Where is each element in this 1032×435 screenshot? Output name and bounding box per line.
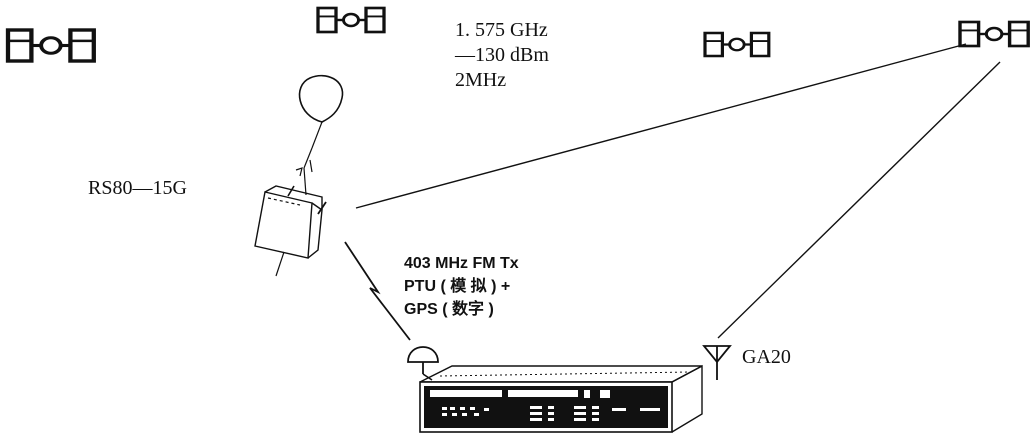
dome-antenna-icon: [407, 346, 439, 381]
balloon-icon: [295, 74, 344, 196]
gps-antenna-icon: [702, 345, 732, 380]
ground-receiver-icon: [419, 364, 703, 433]
satellite-icon: [316, 6, 386, 34]
gps-link-to-ground-antenna: [717, 61, 1001, 339]
downlink-line1: 403 MHz FM Tx: [404, 255, 519, 272]
signal-power: —130 dBm: [454, 44, 549, 66]
downlink-line3: GPS ( 数字 ): [404, 299, 494, 318]
gps-link-to-radiosonde: [355, 43, 967, 209]
gps-antenna-label: GA20: [742, 346, 791, 368]
signal-frequency: 1. 575 GHz: [455, 19, 548, 41]
radiosonde-label: RS80—15G: [88, 177, 187, 199]
satellite-icon: [958, 20, 1030, 48]
signal-bandwidth: 2MHz: [455, 69, 506, 91]
downlink-line2: PTU ( 模 拟 ) +: [404, 276, 510, 295]
downlink-signal: [344, 241, 411, 341]
satellite-icon: [8, 30, 94, 61]
radiosonde-icon: [254, 185, 327, 277]
satellite-icon: [703, 31, 771, 58]
